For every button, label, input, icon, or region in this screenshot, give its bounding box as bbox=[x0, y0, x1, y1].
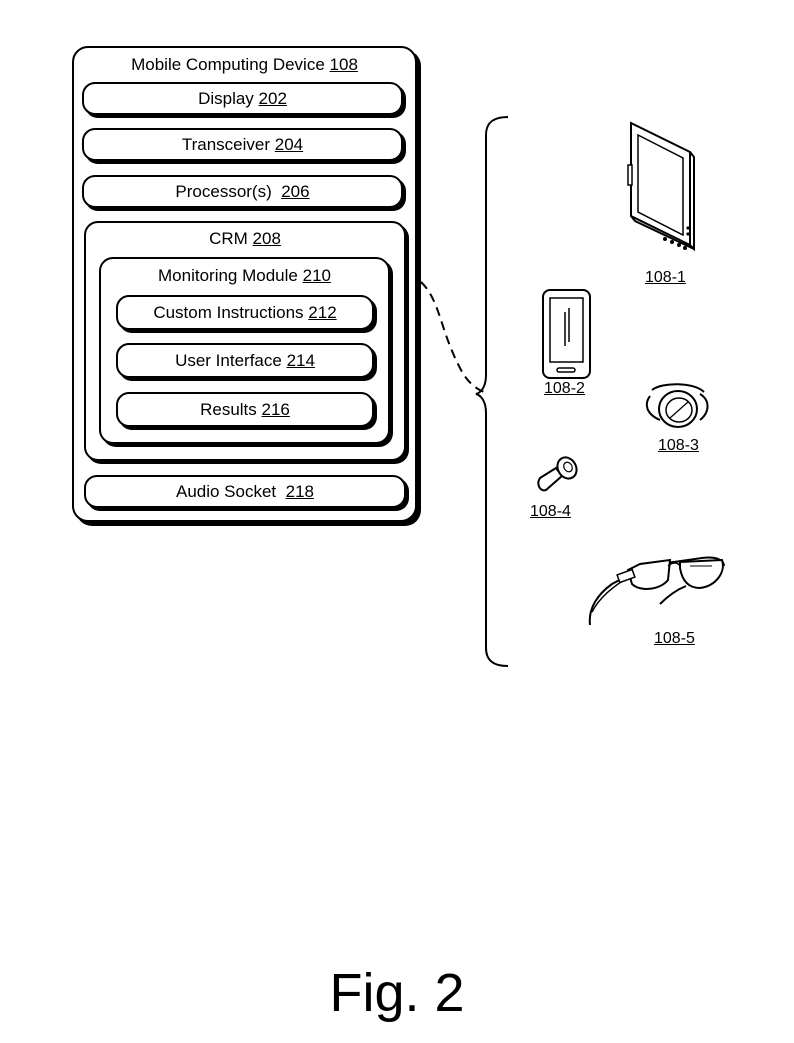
custom-label: Custom Instructions bbox=[153, 302, 304, 322]
custom-ref: 212 bbox=[308, 302, 337, 322]
smartwatch-icon bbox=[645, 383, 709, 428]
earpiece-label: 108-4 bbox=[530, 503, 571, 520]
results-ref: 216 bbox=[261, 399, 290, 419]
audio-label: Audio Socket bbox=[175, 481, 277, 501]
device-ref: 108 bbox=[329, 55, 358, 74]
earpiece-icon bbox=[537, 456, 578, 492]
phone-label: 108-2 bbox=[544, 380, 585, 397]
audio-ref: 218 bbox=[285, 481, 314, 501]
smartphone-icon bbox=[542, 289, 591, 379]
figure-caption: Fig. 2 bbox=[329, 963, 465, 1023]
glasses-label: 108-5 bbox=[654, 630, 695, 647]
results-box: Results 216 bbox=[116, 392, 374, 427]
display-ref: 202 bbox=[258, 88, 287, 108]
user-interface-box: User Interface 214 bbox=[116, 343, 374, 378]
transceiver-label: Transceiver bbox=[181, 134, 271, 154]
device-title: Mobile Computing Device 108 bbox=[74, 55, 415, 75]
audio-socket-box: Audio Socket 218 bbox=[84, 475, 406, 508]
transceiver-ref: 204 bbox=[274, 134, 304, 154]
transceiver-box: Transceiver 204 bbox=[82, 128, 403, 161]
watch-label: 108-3 bbox=[658, 437, 699, 454]
processors-ref: 206 bbox=[281, 181, 310, 201]
device-title-text: Mobile Computing Device bbox=[131, 55, 325, 74]
results-label: Results bbox=[200, 399, 257, 419]
crm-ref: 208 bbox=[252, 229, 281, 248]
monitoring-ref: 210 bbox=[302, 266, 331, 285]
custom-instructions-box: Custom Instructions 212 bbox=[116, 295, 374, 330]
display-box: Display 202 bbox=[82, 82, 403, 115]
ui-label: User Interface bbox=[175, 350, 282, 370]
crm-label: CRM bbox=[209, 229, 248, 248]
tablet-label: 108-1 bbox=[645, 269, 686, 286]
processors-label: Processor(s) bbox=[175, 181, 272, 201]
display-label: Display bbox=[198, 88, 254, 108]
tablet-icon bbox=[627, 121, 695, 252]
dashed-connector bbox=[420, 281, 485, 393]
ui-ref: 214 bbox=[286, 350, 315, 370]
curly-brace bbox=[475, 116, 509, 667]
processors-box: Processor(s) 206 bbox=[82, 175, 403, 208]
smart-glasses-icon bbox=[588, 556, 725, 626]
monitoring-label: Monitoring Module bbox=[158, 266, 298, 285]
